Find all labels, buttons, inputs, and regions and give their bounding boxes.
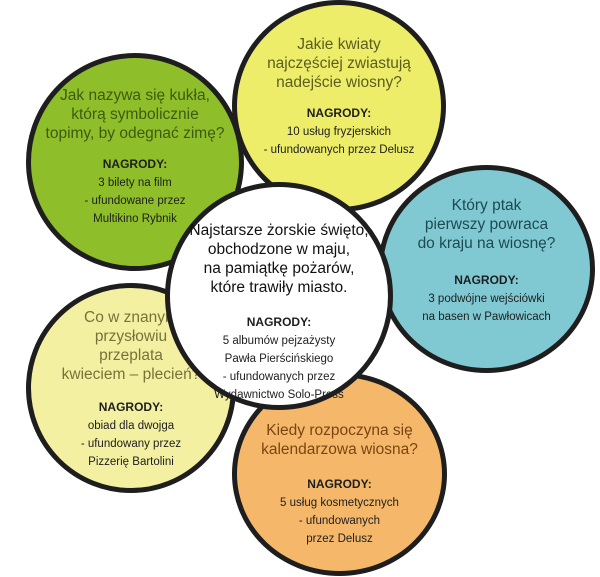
prize-list: 3 podwójne wejściówki na basen w Pawłowic… — [422, 290, 551, 326]
question-text: Jak nazywa się kukła, którą symbolicznie… — [45, 87, 225, 142]
center-circle-question: Najstarsze żorskie święto, obchodzone w … — [165, 182, 393, 410]
prize-line: - ufundowanych — [298, 515, 381, 527]
prize-line: - ufundowanych przez — [222, 371, 336, 383]
prize-line: 3 podwójne wejściówki — [428, 293, 545, 305]
prize-line: Multikino Rybnik — [93, 213, 177, 225]
prize-heading: NAGRODY: — [102, 157, 168, 171]
prize-line: 5 usług kosmetycznych — [280, 497, 399, 509]
prize-heading: NAGRODY: — [307, 477, 372, 491]
prize-line: przez Delusz — [306, 533, 373, 545]
prize-line: Pawła Pierścińskiego — [224, 353, 334, 365]
prize-line: - ufundowane przez — [84, 195, 186, 207]
question-text: Kiedy rozpoczyna się kalendarzowa wiosna… — [261, 422, 418, 458]
petal-top-question: Jakie kwiaty najczęściej zwiastują nadej… — [232, 0, 446, 212]
question-text: Który ptak pierwszy powraca do kraju na … — [417, 197, 556, 252]
prize-list: 10 usług fryzjerskich - ufundowanych prze… — [264, 123, 415, 159]
prize-line: Pizzerię Bartolini — [88, 456, 174, 468]
prize-list: 5 usług kosmetycznych - ufundowanych przez… — [280, 494, 399, 548]
petal-right-question: Który ptak pierwszy powraca do kraju na … — [378, 165, 595, 373]
prize-line: - ufundowanych przez Delusz — [263, 144, 415, 156]
prize-line: 5 albumów pejzażysty — [222, 335, 336, 347]
prize-line: - ufundowany przez — [80, 438, 182, 450]
question-text: Jakie kwiaty najczęściej zwiastują nadej… — [267, 36, 411, 91]
prize-line: obiad dla dwojga — [87, 420, 175, 432]
prize-heading: NAGRODY: — [246, 315, 312, 329]
petal-left-question: Co w znanym przysłowiu przeplata kwiecie… — [26, 283, 236, 493]
prize-line: 3 bilety na film — [98, 177, 172, 189]
prize-line: na basen w Pawłowicach — [422, 311, 551, 323]
prize-heading: NAGRODY: — [98, 400, 164, 414]
question-text: Co w znanym przysłowiu przeplata kwiecie… — [61, 309, 201, 383]
prize-line: 10 usług fryzjerskich — [286, 126, 392, 138]
petal-top-left-question: Jak nazywa się kukła, którą symbolicznie… — [26, 53, 244, 271]
prize-heading: NAGRODY: — [454, 273, 519, 287]
question-text: Najstarsze żorskie święto, obchodzone w … — [189, 222, 369, 296]
prize-heading: NAGRODY: — [306, 106, 372, 120]
prize-line: Wydawnictwo Solo-Press — [214, 389, 344, 401]
